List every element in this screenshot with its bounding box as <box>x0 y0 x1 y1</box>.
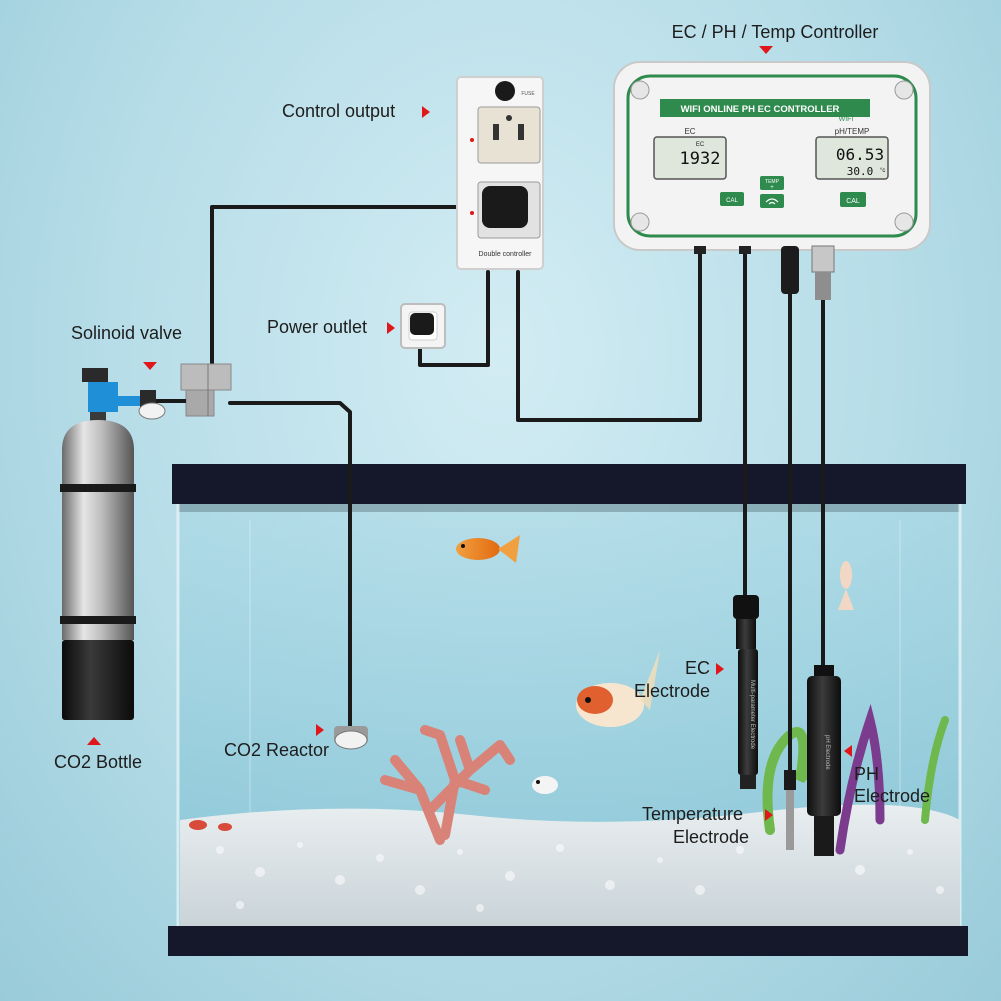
svg-text:+: + <box>770 185 774 191</box>
wifi-button <box>760 194 784 208</box>
red-arrow-icon <box>759 46 773 54</box>
pink-coral <box>380 725 515 845</box>
ph-lcd <box>815 136 889 180</box>
red-arrow-icon <box>387 322 395 334</box>
gravel-texture <box>216 842 944 912</box>
controller-title-label: EC / PH / Temp Controller <box>671 22 879 42</box>
bnc-connector <box>811 245 835 273</box>
cal-button-left <box>720 192 744 206</box>
temperature-electrode-label-line1: Temperature <box>642 804 744 824</box>
goldfish-large <box>576 650 660 727</box>
ec-electrode-print: Multi-parameter Electrode <box>749 680 755 750</box>
gravel <box>180 804 960 926</box>
temperature-electrode-label-line2: Electrode <box>673 827 750 847</box>
ec-electrode-label-line2: Electrode <box>633 681 710 701</box>
cal-button-right <box>840 192 866 207</box>
red-arrow-icon <box>87 737 101 745</box>
temp-value: 30.0 <box>847 165 874 178</box>
red-arrow-icon <box>844 745 852 757</box>
temperature-electrode <box>784 770 796 850</box>
red-arrow-icon <box>716 663 724 675</box>
screw-icon <box>630 212 650 232</box>
screw-icon <box>630 80 650 100</box>
fuse-icon <box>495 81 515 101</box>
small-fish-right <box>838 561 854 610</box>
regulator-body <box>88 382 118 412</box>
temp-button <box>760 176 784 190</box>
svg-text:FUSE: FUSE <box>521 91 535 97</box>
screw-icon <box>894 80 914 100</box>
screw-icon <box>894 212 914 232</box>
ph-display-label: pH/TEMP <box>835 127 870 136</box>
co2-reactor <box>334 726 368 750</box>
wifi-button-icon <box>765 198 779 205</box>
universal-socket <box>477 106 541 164</box>
ph-electrode: pH Electrode <box>807 665 841 856</box>
svg-text:CAL: CAL <box>846 198 860 205</box>
small-white-fish <box>532 776 558 794</box>
control-output-label: Control output <box>282 101 396 121</box>
cable-gland <box>739 246 751 254</box>
power-outlet-label: Power outlet <box>267 317 368 337</box>
red-arrow-icon <box>765 809 773 821</box>
plug <box>482 186 528 228</box>
cable-gland <box>694 246 706 254</box>
solenoid-valve-label: Solinoid valve <box>71 323 183 343</box>
double-controller: FUSE Double controller <box>456 76 544 270</box>
co2-reactor-label: CO2 Reactor <box>224 740 330 760</box>
ec-electrode-label-line1: EC <box>684 658 710 678</box>
wifi-text: WIFI <box>839 116 854 123</box>
ec-value: 1932 <box>680 149 721 169</box>
svg-text:CAL: CAL <box>726 198 738 204</box>
ph-electrode-label-line1: PH <box>854 764 880 784</box>
ec-unit: EC <box>696 142 705 148</box>
regulator-top <box>82 368 108 382</box>
temp-connector <box>781 246 799 294</box>
co2-bottle-label: CO2 Bottle <box>54 752 143 772</box>
aquarium-top-lid <box>172 464 966 504</box>
ec-lcd <box>653 136 727 180</box>
red-arrow-icon <box>422 106 430 118</box>
solenoid-valve <box>180 363 232 417</box>
red-arrow-icon <box>316 724 324 736</box>
svg-text:TEMP: TEMP <box>765 179 780 185</box>
temp-unit: °c <box>880 168 885 174</box>
wifi-icon <box>838 99 854 108</box>
wall-power-outlet <box>400 303 446 349</box>
red-arrow-icon <box>143 362 157 370</box>
aquarium-base <box>168 926 968 956</box>
small-red-fish <box>189 820 232 831</box>
co2-bottle <box>60 368 186 720</box>
ec-electrode: Multi-parameter Electrode <box>733 595 759 789</box>
ec-display-label: EC <box>684 127 695 136</box>
double-controller-name: Double controller <box>479 251 533 258</box>
ph-value: 06.53 <box>836 145 884 164</box>
ec-ph-temp-controller: WIFI ONLINE PH EC CONTROLLER WIFI EC EC … <box>613 61 931 300</box>
aquarium <box>168 464 968 956</box>
ph-electrode-print: pH Electrode <box>824 735 830 770</box>
cables <box>210 205 825 782</box>
controller-model-text: WIFI ONLINE PH EC CONTROLLER <box>681 104 840 115</box>
bubble-counter <box>138 402 166 420</box>
goldfish-top <box>456 535 520 563</box>
ph-electrode-label-line2: Electrode <box>854 786 931 806</box>
